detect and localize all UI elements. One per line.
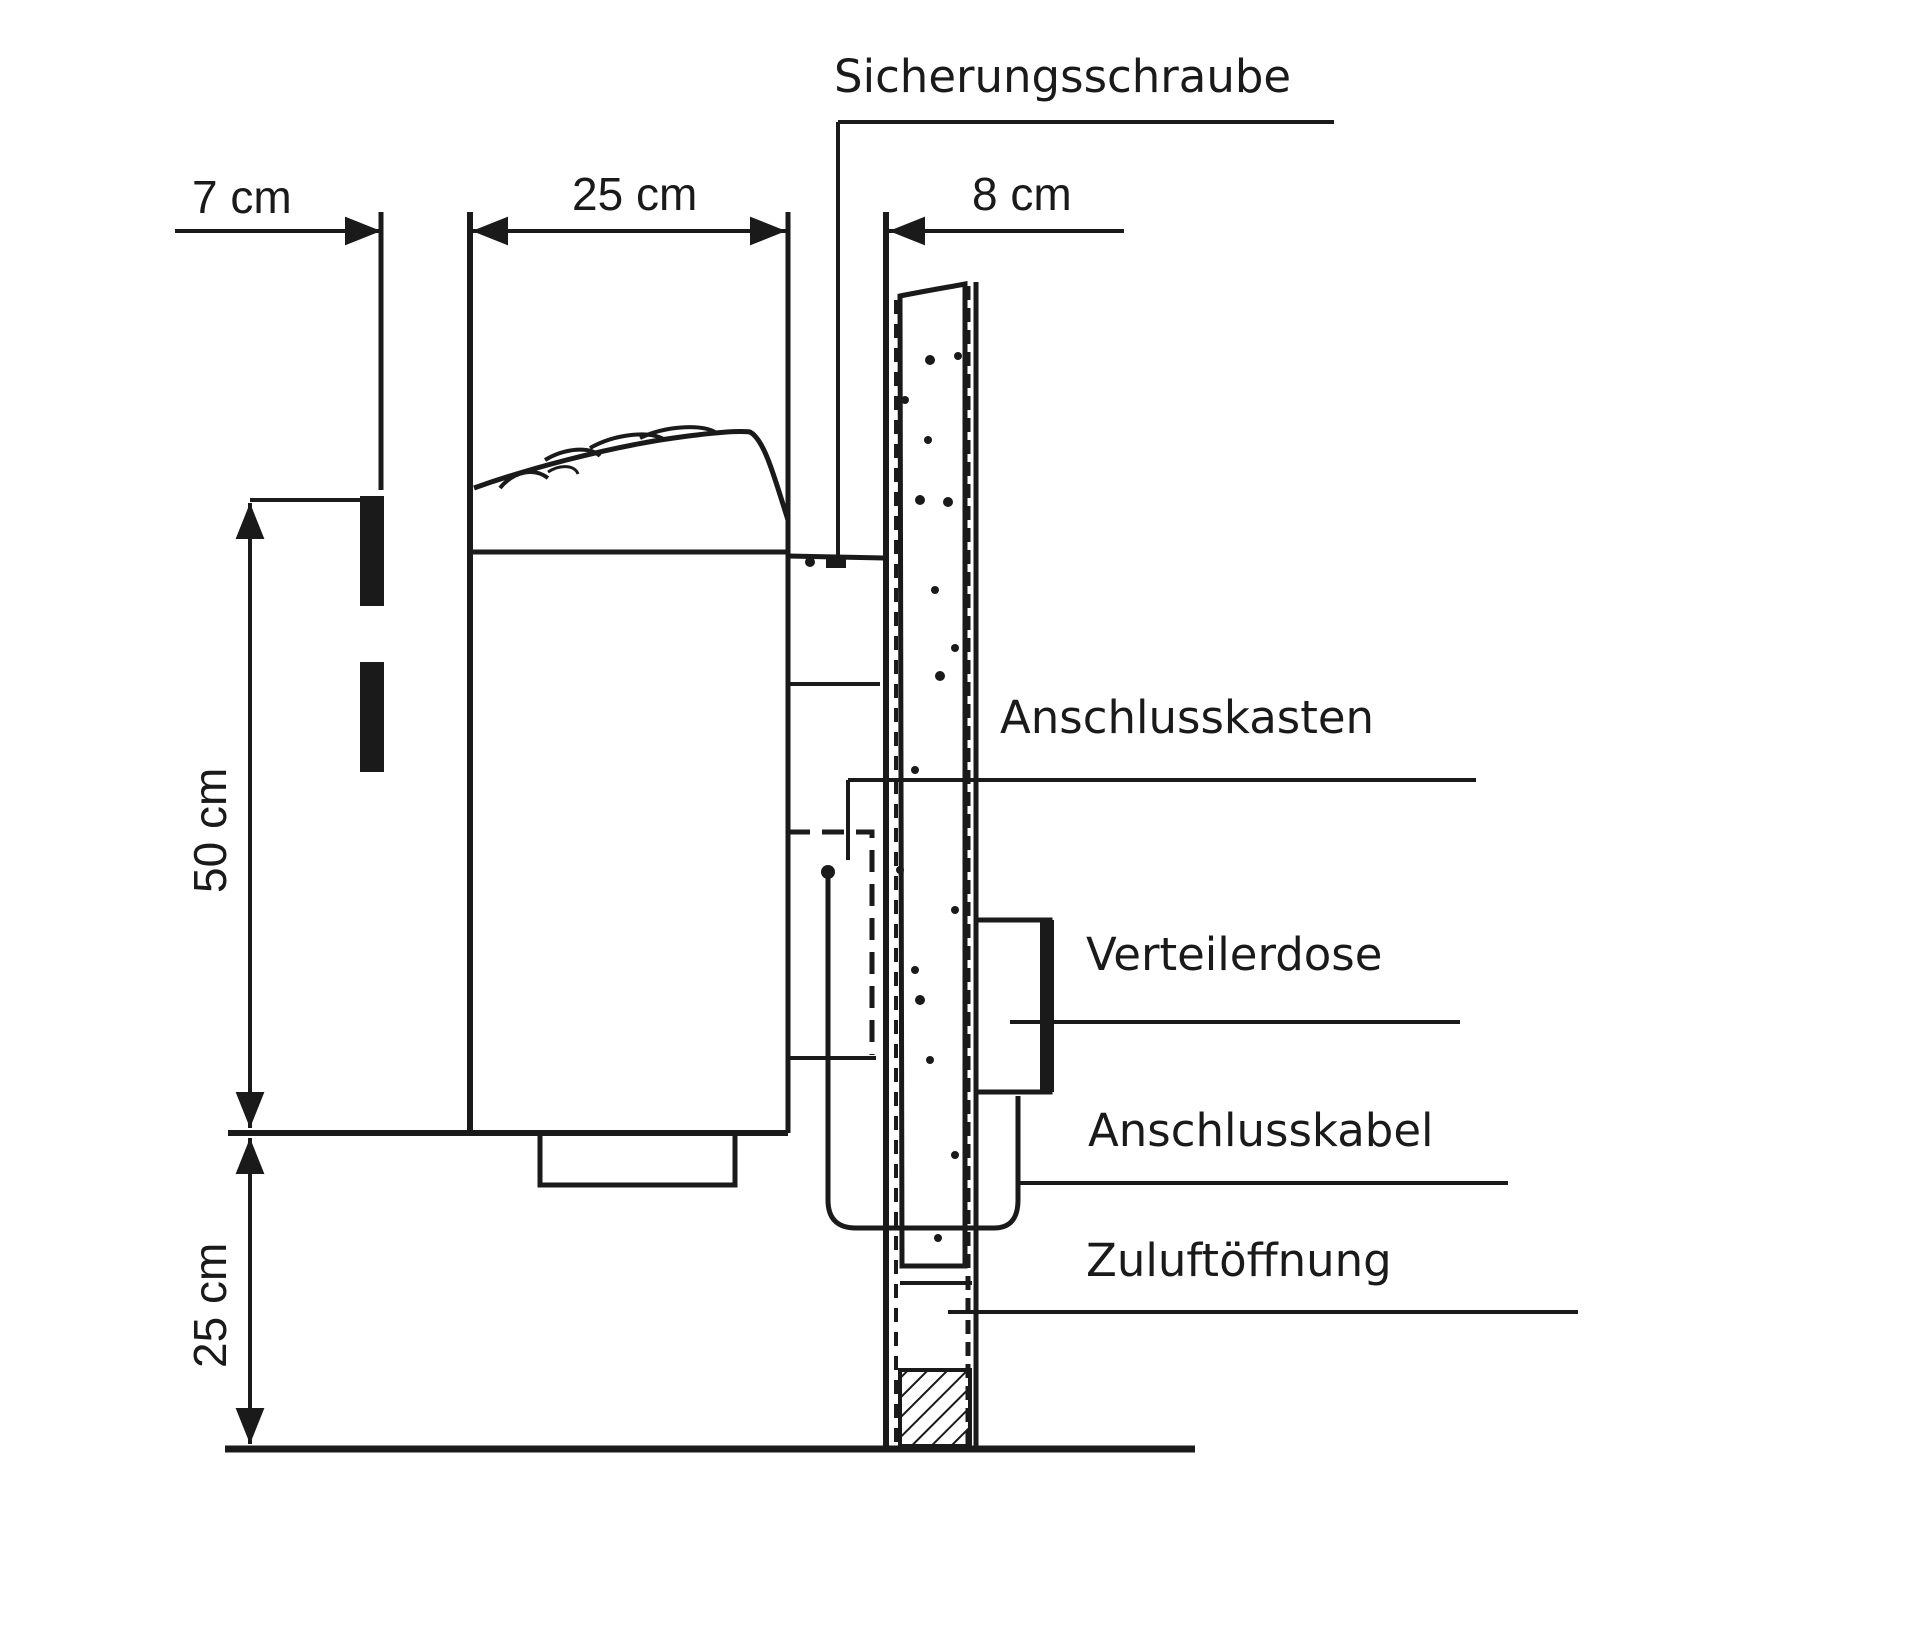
wall <box>883 212 979 1448</box>
label-air-inlet: Zuluftöffnung <box>1086 1234 1392 1287</box>
heater <box>228 212 791 1188</box>
dimension-label-8cm: 8 cm <box>972 168 1072 220</box>
side-clearance-dimension <box>175 212 384 772</box>
wall-bracket <box>788 682 880 1060</box>
connection-cable <box>821 865 1021 1231</box>
heater-height-dimension <box>235 498 370 1128</box>
junction-box-callout <box>846 778 1476 860</box>
label-connection-cable: Anschlusskabel <box>1088 1104 1434 1157</box>
label-distribution-box: Verteilerdose <box>1086 928 1382 981</box>
label-junction-box: Anschlusskasten <box>1000 691 1374 744</box>
safety-screw-callout <box>787 120 1334 568</box>
mounting-slot-lower <box>360 662 384 772</box>
dimension-label-25cm-width: 25 cm <box>572 168 697 220</box>
dimension-label-25cm-floor: 25 cm <box>184 1243 236 1368</box>
wall-gap-dimension <box>884 212 1124 246</box>
label-safety-screw: Sicherungsschraube <box>834 50 1291 103</box>
dimension-label-50cm: 50 cm <box>184 768 236 893</box>
dimension-label-7cm: 7 cm <box>192 171 292 223</box>
safety-screw <box>826 556 846 568</box>
mounting-slot-upper <box>360 496 384 606</box>
distribution-box <box>976 917 1054 1095</box>
